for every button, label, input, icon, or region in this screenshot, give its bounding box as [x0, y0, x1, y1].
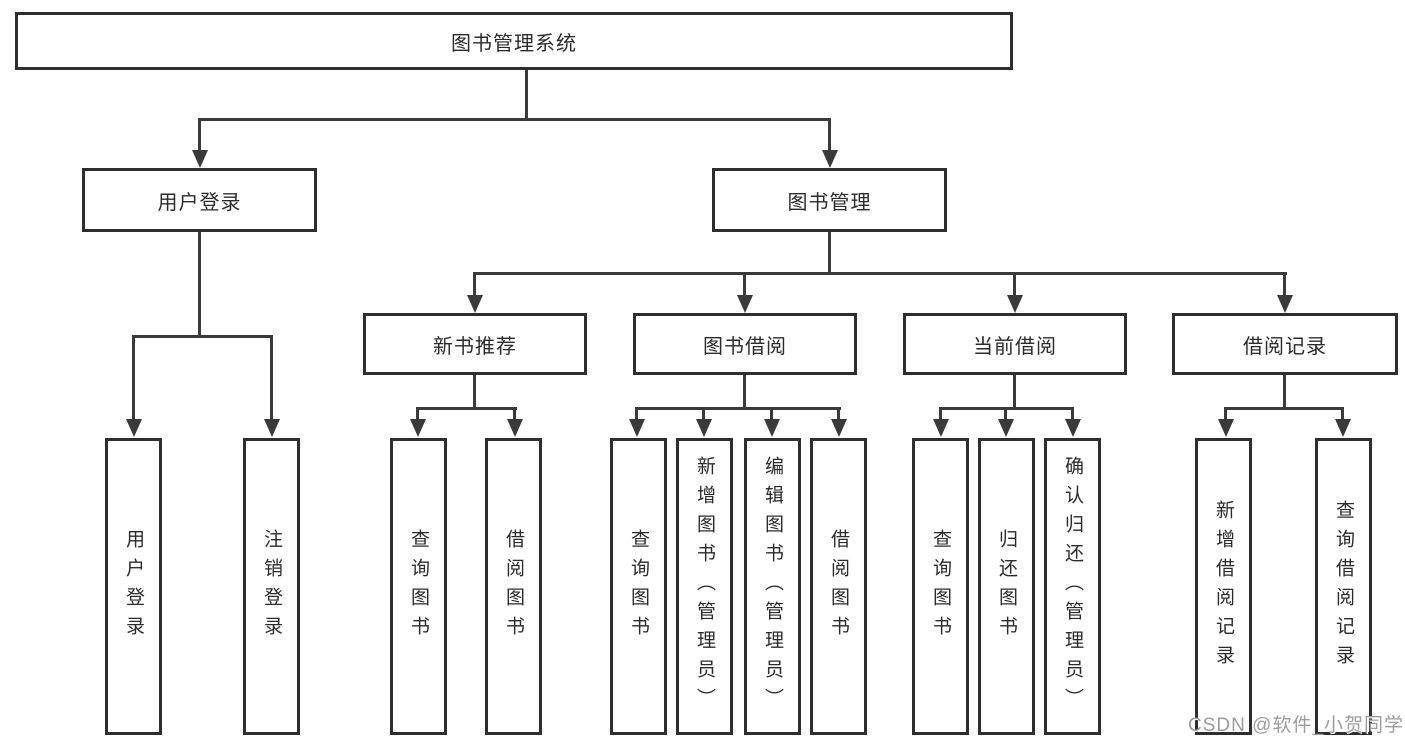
- connector-arrow: [830, 407, 847, 437]
- node-logout: 注销登录: [243, 438, 300, 735]
- connector-arrow: [628, 407, 645, 437]
- node-current-borrowing-label: 当前借阅: [973, 335, 1057, 358]
- node-book-management-label: 图书管理: [787, 191, 872, 214]
- connector-line: [1013, 375, 1016, 407]
- node-query-books-recommend: 查询图书: [390, 438, 447, 735]
- node-user-login-leaf: 用户登录: [105, 438, 162, 735]
- connector-line: [743, 375, 746, 407]
- connector-arrow: [821, 118, 838, 168]
- node-edit-books-admin: 编辑图书（管理员）: [744, 438, 801, 735]
- node-borrowing-records: 借阅记录: [1172, 313, 1398, 375]
- node-new-book-recommendation: 新书推荐: [363, 313, 587, 375]
- connector-line: [635, 407, 841, 410]
- connector-arrow: [1064, 407, 1081, 437]
- connector-line: [198, 118, 831, 121]
- connector-arrow: [466, 272, 483, 313]
- node-query-books-current-label: 查询图书: [930, 528, 951, 645]
- node-return-books-label: 归还图书: [996, 528, 1017, 645]
- node-query-books-current: 查询图书: [912, 438, 969, 735]
- node-book-borrowing-label: 图书借阅: [703, 335, 787, 358]
- node-root-label: 图书管理系统: [451, 32, 577, 55]
- connector-arrow: [409, 407, 426, 437]
- connector-line: [1283, 375, 1286, 407]
- node-book-borrowing: 图书借阅: [633, 313, 857, 375]
- connector-arrow: [1276, 272, 1293, 313]
- connector-arrow: [997, 407, 1014, 437]
- connector-arrow: [763, 407, 780, 437]
- connector-arrow: [1217, 407, 1234, 437]
- connector-arrow: [125, 335, 142, 437]
- connector-line: [417, 407, 517, 410]
- connector-line: [473, 375, 476, 407]
- node-borrow-books-borrow: 借阅图书: [810, 438, 867, 735]
- node-query-books-borrow: 查询图书: [610, 438, 667, 735]
- node-borrow-books-borrow-label: 借阅图书: [828, 528, 849, 645]
- node-confirm-return-admin-label: 确认归还（管理员）: [1062, 456, 1083, 717]
- connector-arrow: [191, 118, 208, 168]
- connector-arrow: [932, 407, 949, 437]
- node-logout-label: 注销登录: [261, 528, 282, 645]
- node-add-books-admin-label: 新增图书（管理员）: [694, 456, 715, 717]
- connector-line: [1224, 407, 1344, 410]
- connector-arrow: [1006, 272, 1023, 313]
- node-user-login-leaf-label: 用户登录: [123, 528, 144, 645]
- node-borrow-books-recommend-label: 借阅图书: [503, 528, 524, 645]
- node-query-borrowing-record-label: 查询借阅记录: [1333, 499, 1354, 674]
- node-user-login: 用户登录: [82, 168, 317, 232]
- connector-line: [132, 335, 273, 338]
- node-user-login-label: 用户登录: [157, 191, 242, 214]
- connector-line: [473, 272, 1287, 275]
- node-add-books-admin: 新增图书（管理员）: [676, 438, 733, 735]
- connector-arrow: [695, 407, 712, 437]
- node-edit-books-admin-label: 编辑图书（管理员）: [762, 456, 783, 717]
- node-current-borrowing: 当前借阅: [903, 313, 1127, 375]
- connector-arrow: [506, 407, 523, 437]
- csdn-watermark: CSDN @软件_小贺同学: [1188, 715, 1404, 736]
- node-root: 图书管理系统: [15, 12, 1013, 70]
- node-query-books-recommend-label: 查询图书: [408, 528, 429, 645]
- node-return-books: 归还图书: [978, 438, 1035, 735]
- node-borrowing-records-label: 借阅记录: [1243, 335, 1327, 358]
- connector-arrow: [1334, 407, 1351, 437]
- node-book-management: 图书管理: [712, 168, 947, 232]
- connector-arrow: [736, 272, 753, 313]
- node-confirm-return-admin: 确认归还（管理员）: [1044, 438, 1101, 735]
- node-add-borrowing-record: 新增借阅记录: [1195, 438, 1252, 735]
- node-add-borrowing-record-label: 新增借阅记录: [1213, 499, 1234, 674]
- connector-arrow: [263, 335, 280, 437]
- node-new-book-recommendation-label: 新书推荐: [433, 335, 517, 358]
- node-borrow-books-recommend: 借阅图书: [485, 438, 542, 735]
- node-query-borrowing-record: 查询借阅记录: [1315, 438, 1372, 735]
- node-query-books-borrow-label: 查询图书: [628, 528, 649, 645]
- connector-line: [828, 232, 831, 272]
- connector-line: [198, 232, 201, 335]
- connector-line: [525, 70, 528, 118]
